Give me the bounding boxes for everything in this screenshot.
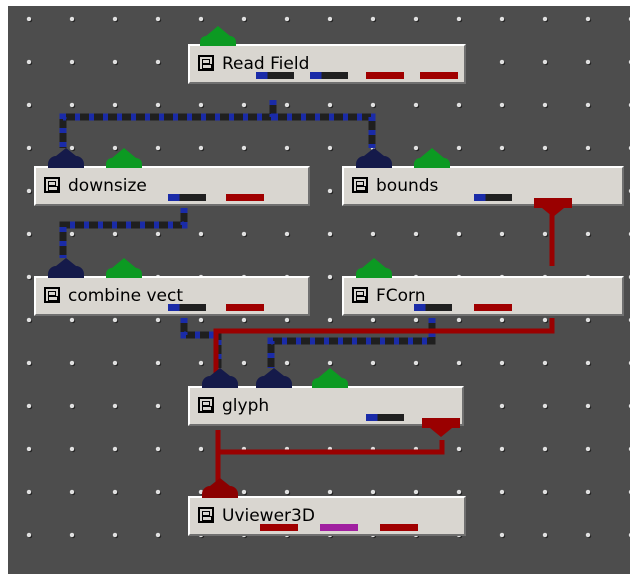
input-port-control[interactable] xyxy=(414,148,450,168)
wire-glyph-uviewer[interactable] xyxy=(215,440,445,488)
module-glyph[interactable]: glyph xyxy=(188,368,464,437)
output-port-field[interactable] xyxy=(474,194,512,201)
module-downsize[interactable]: downsize xyxy=(34,148,310,206)
module-title: Read Field xyxy=(222,54,310,74)
module-icon xyxy=(198,507,214,523)
output-port-field[interactable] xyxy=(366,414,404,421)
module-title: glyph xyxy=(222,396,270,416)
wire-readfield-bounds[interactable] xyxy=(273,113,376,148)
output-port-geometry[interactable] xyxy=(366,72,404,79)
module-combine-vect[interactable]: combine vect xyxy=(34,258,310,316)
module-title: bounds xyxy=(376,176,439,196)
wire-fcorn-glyph-red[interactable] xyxy=(213,318,555,378)
output-port-geometry[interactable] xyxy=(226,194,264,201)
wire-readfield-downsize[interactable] xyxy=(59,100,277,148)
output-port-geometry[interactable] xyxy=(422,418,460,437)
input-port-field-2[interactable] xyxy=(256,368,292,388)
module-icon xyxy=(44,287,60,303)
wire-combinevect-glyph[interactable] xyxy=(180,318,222,368)
output-port-geometry-2[interactable] xyxy=(380,524,418,531)
input-port-field[interactable] xyxy=(356,148,392,168)
module-uviewer3d[interactable]: Uviewer3D xyxy=(188,478,466,536)
output-port-geometry[interactable] xyxy=(534,198,572,217)
input-port-geometry[interactable] xyxy=(202,478,238,498)
module-bounds[interactable]: bounds xyxy=(342,148,624,217)
input-port-field[interactable] xyxy=(48,258,84,278)
output-port-field[interactable] xyxy=(256,72,294,79)
output-port-geometry-2[interactable] xyxy=(420,72,458,79)
output-port-geometry[interactable] xyxy=(474,304,512,311)
module-title: FCorn xyxy=(376,286,426,306)
output-port-field[interactable] xyxy=(168,304,206,311)
wire-fcorn-glyph[interactable] xyxy=(267,318,436,368)
module-title: Uviewer3D xyxy=(222,506,315,526)
output-port-field[interactable] xyxy=(168,194,206,201)
input-port-control[interactable] xyxy=(106,148,142,168)
output-port-geometry[interactable] xyxy=(260,524,298,531)
input-port-field[interactable] xyxy=(48,148,84,168)
output-port-view[interactable] xyxy=(320,524,358,531)
input-port-control[interactable] xyxy=(356,258,392,278)
input-port-field[interactable] xyxy=(202,368,238,388)
module-read-field[interactable]: Read Field xyxy=(188,26,466,84)
output-port-field[interactable] xyxy=(414,304,452,311)
module-icon xyxy=(352,287,368,303)
input-port-control[interactable] xyxy=(106,258,142,278)
module-fcorn[interactable]: FCorn xyxy=(342,258,624,316)
module-icon xyxy=(198,397,214,413)
module-title: combine vect xyxy=(68,286,183,306)
module-icon xyxy=(352,177,368,193)
module-icon xyxy=(198,55,214,71)
wire-downsize-combinevect[interactable] xyxy=(59,208,188,258)
input-port-control[interactable] xyxy=(312,368,348,388)
module-title: downsize xyxy=(68,176,147,196)
output-port-field-2[interactable] xyxy=(310,72,348,79)
module-icon xyxy=(44,177,60,193)
input-port-control[interactable] xyxy=(200,26,236,46)
output-port-geometry[interactable] xyxy=(226,304,264,311)
